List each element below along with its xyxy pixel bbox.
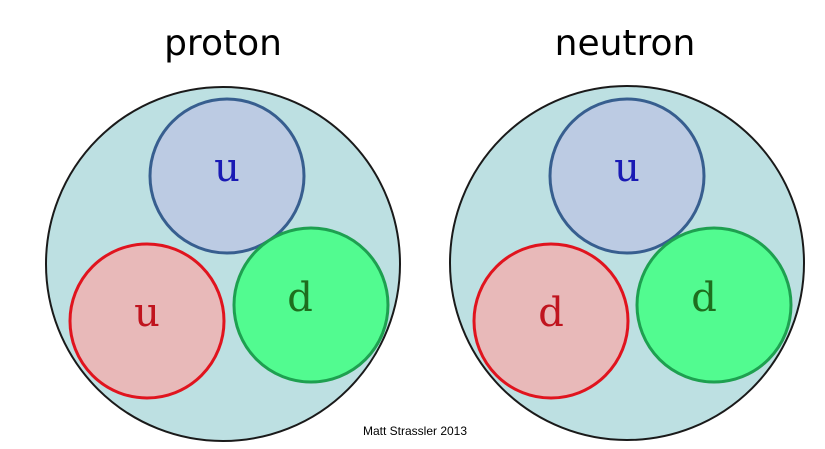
proton-quark-top-circle xyxy=(148,97,306,255)
proton-quark-top-label: u xyxy=(214,145,240,191)
proton-group: u u d xyxy=(45,86,401,442)
neutron-title: neutron xyxy=(554,23,696,64)
neutron-quark-top-circle xyxy=(548,97,706,255)
proton-quark-left-label: u xyxy=(134,290,160,336)
neutron-quark-right-circle xyxy=(635,226,793,384)
proton-quark-right-circle xyxy=(232,226,390,384)
credit-text: Matt Strassler 2013 xyxy=(362,424,468,438)
neutron-quark-top-label: u xyxy=(614,145,640,191)
neutron-quark-left-label: d xyxy=(538,290,564,336)
proton-quark-left-circle xyxy=(68,242,226,400)
neutron-quark-left-circle xyxy=(472,242,630,400)
neutron-group: u d d xyxy=(449,85,805,441)
proton-quark-right-label: d xyxy=(287,275,313,321)
neutron-quark-right-label: d xyxy=(691,275,717,321)
proton-title: proton xyxy=(164,23,282,64)
